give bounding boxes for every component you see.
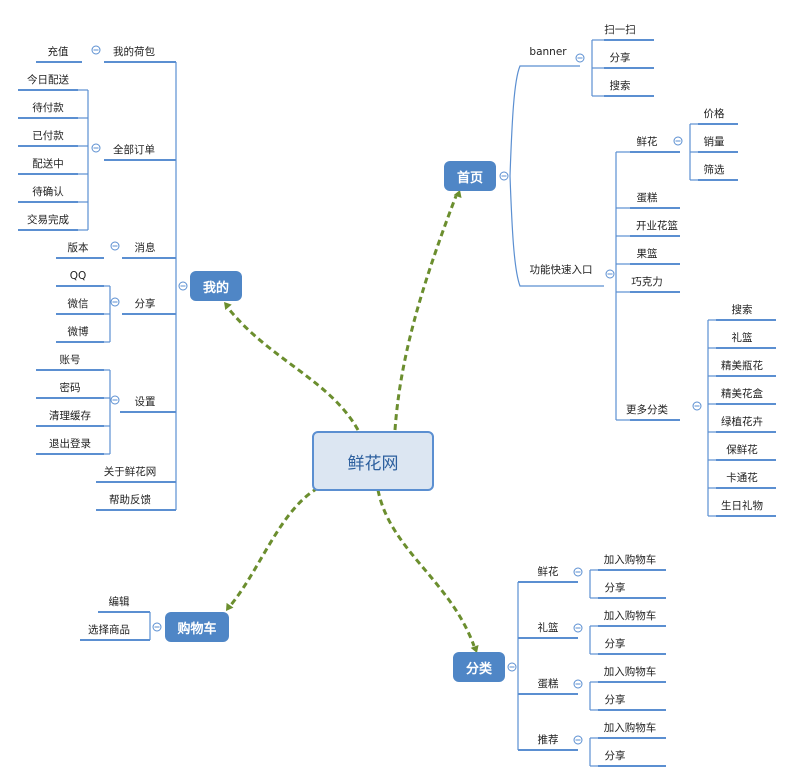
arrow-head [470,644,479,653]
arrow-category [376,489,476,647]
arrow-mine [226,307,360,431]
arrow-home [393,195,458,431]
link-quick [509,175,604,287]
link-banner [509,65,580,177]
arrow-head [453,190,462,199]
arrow-cart [228,486,319,607]
arrow-head [224,302,232,311]
arrow-head [226,602,234,611]
